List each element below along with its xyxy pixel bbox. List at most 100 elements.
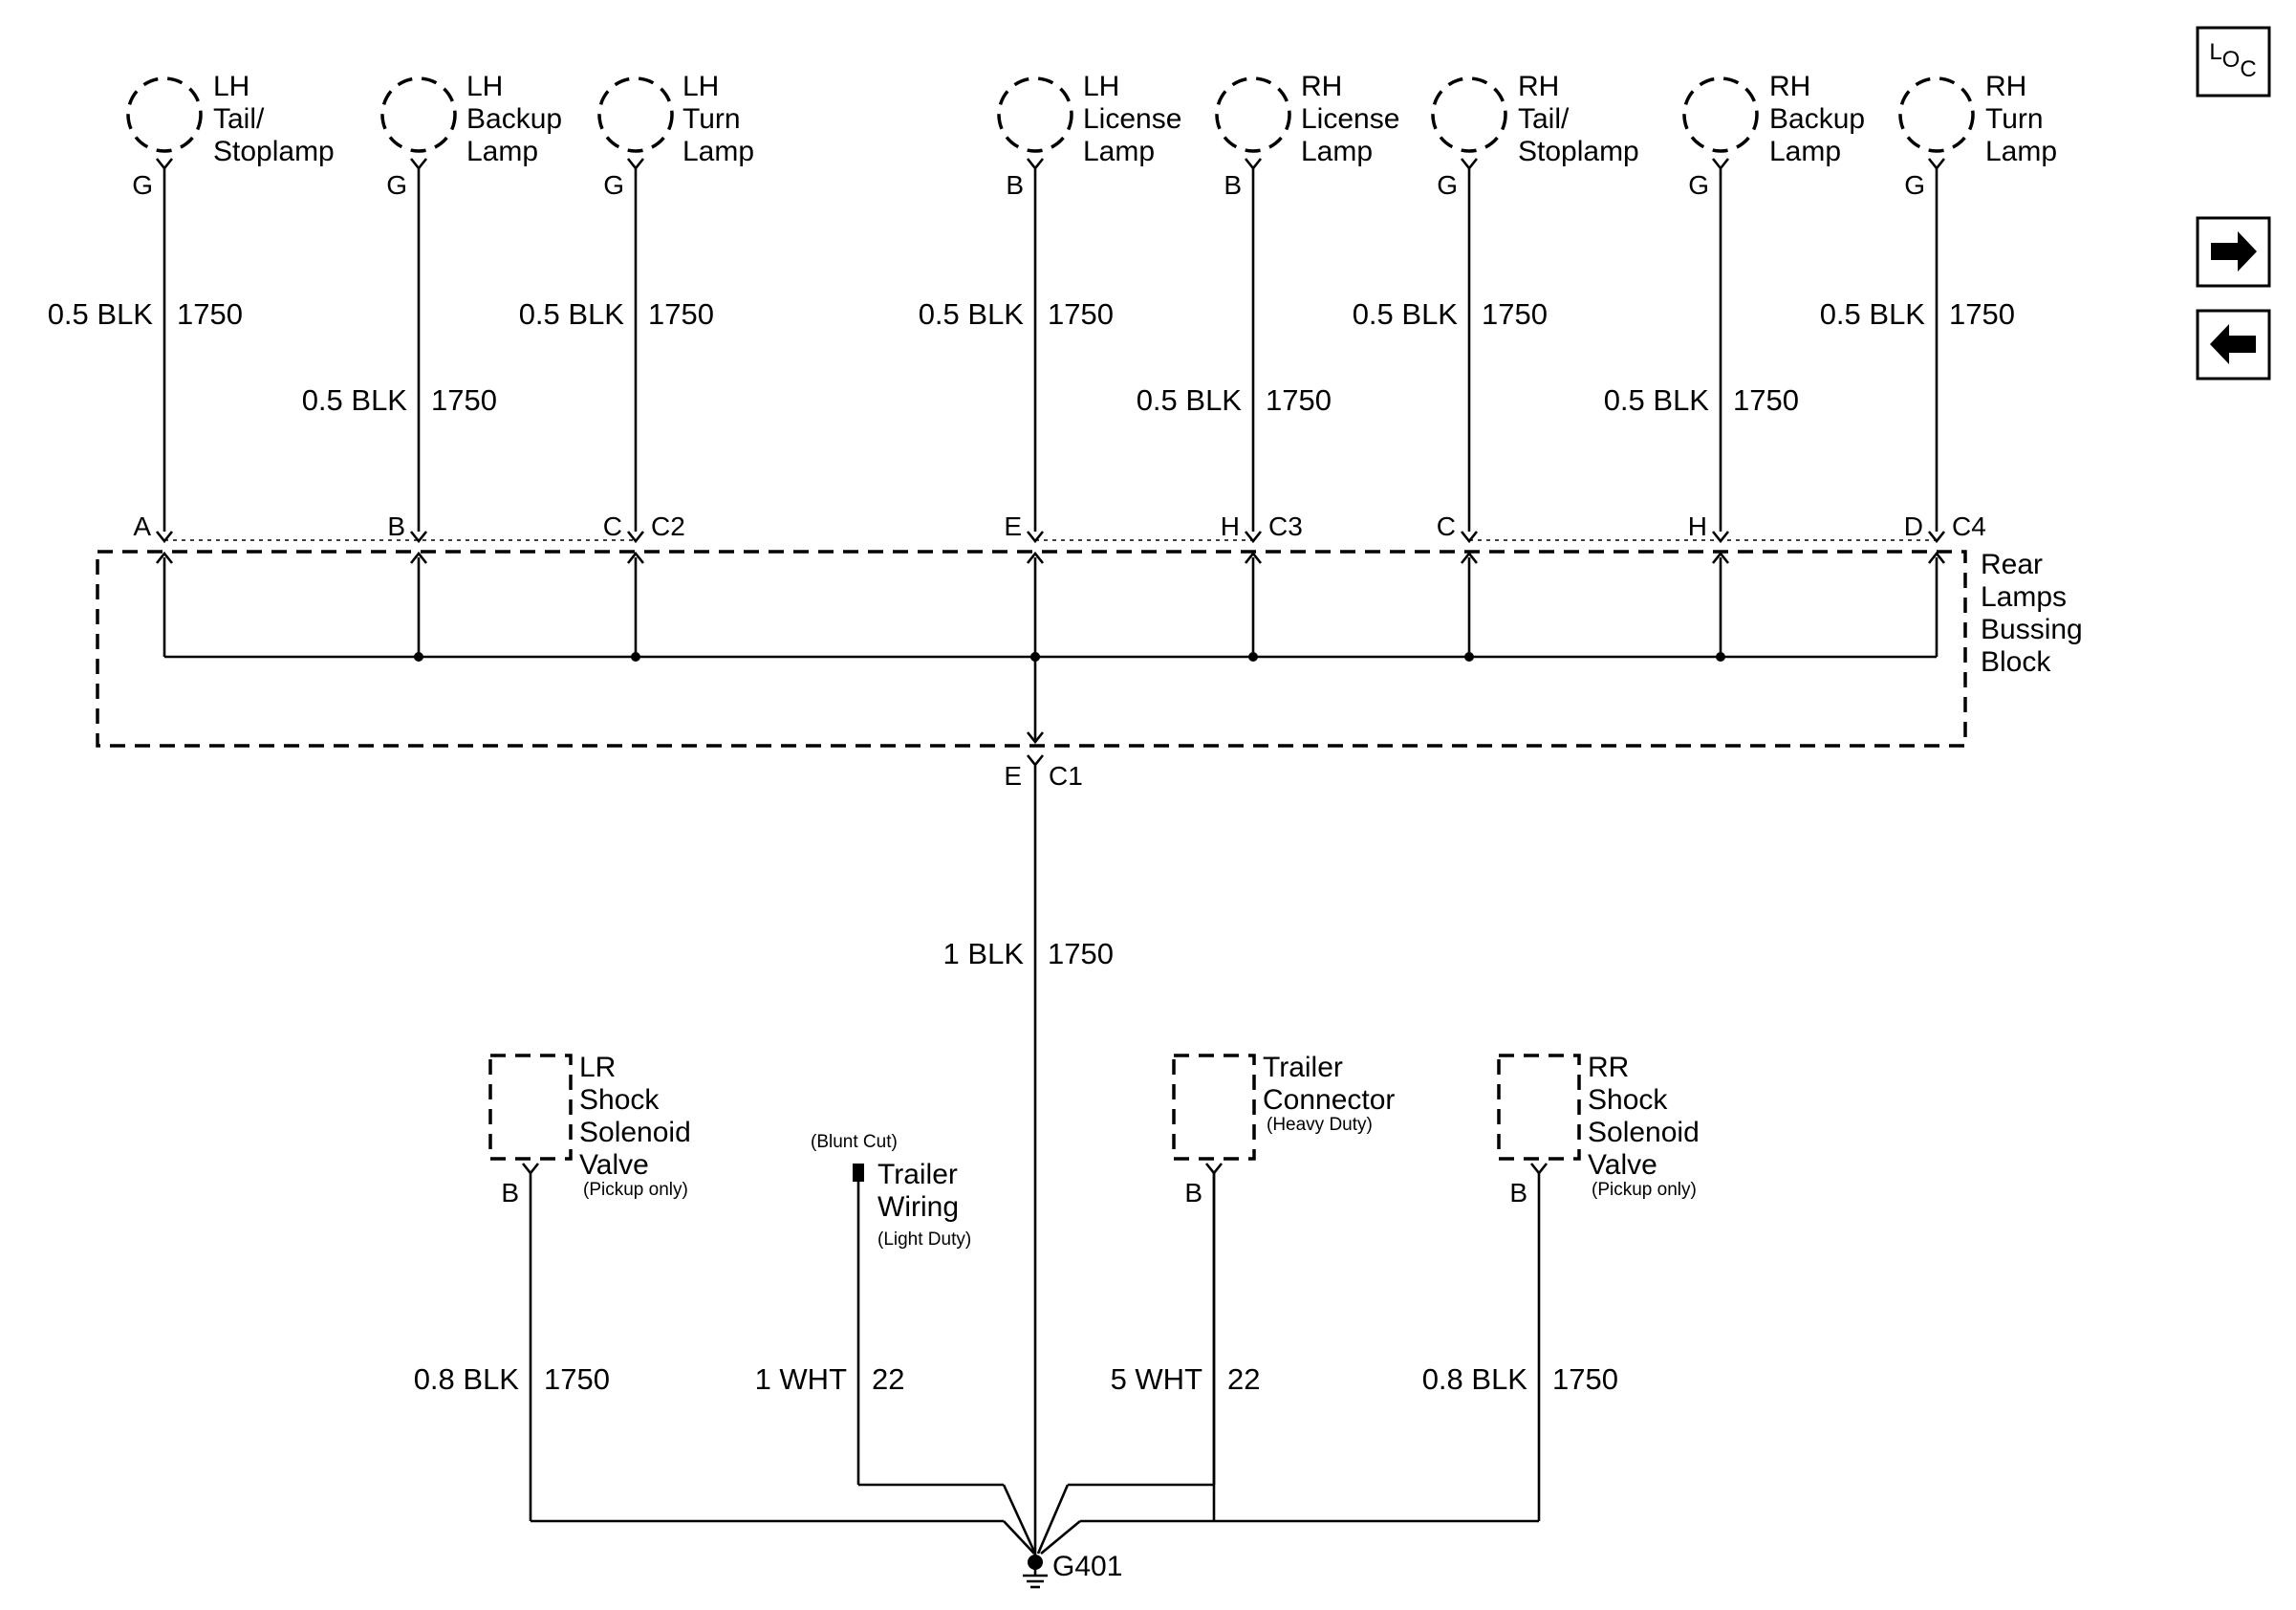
wire-size-label: 0.5 BLK (1604, 383, 1710, 417)
component-terminal-mark-mark (521, 1163, 540, 1176)
lamp-label-line: LH (682, 71, 719, 102)
block-pin-arrow (1244, 551, 1263, 564)
block-pin-in (409, 531, 428, 544)
wire-size-label: 0.5 BLK (919, 297, 1025, 331)
component-note: (Heavy Duty) (1267, 1115, 1373, 1135)
lamp-symbol (380, 76, 457, 153)
block-pin-in-arrow (155, 531, 174, 544)
block-pin-arrow-arrow (1244, 551, 1263, 564)
component-symbol (1172, 1054, 1256, 1161)
block-pin-letter: H (1688, 511, 1707, 541)
circuit-number-label: 1750 (544, 1362, 610, 1396)
block-pin-arrow-arrow (155, 551, 174, 564)
component-terminal-mark (521, 1163, 540, 1176)
block-pin-in (1927, 531, 1946, 544)
lamp-terminal-mark (1711, 158, 1730, 171)
loc-button-label: LOC (2209, 39, 2256, 82)
component-terminal-mark (1204, 1163, 1224, 1176)
wire-size-label: 0.8 BLK (1422, 1362, 1528, 1396)
lamp-terminal-mark (626, 158, 645, 171)
block-pin-in (1711, 531, 1730, 544)
component-terminal-mark-mark (1529, 1163, 1549, 1176)
lamp-label-line: License (1301, 103, 1399, 135)
next-page-button[interactable] (2196, 216, 2271, 288)
loc-letter: C (2240, 56, 2256, 82)
loc-button[interactable]: LOC (2196, 26, 2271, 98)
component-label-line: Trailer (1263, 1052, 1343, 1083)
blunt-cut-icon (853, 1164, 864, 1182)
wire-size-label: 1 WHT (755, 1362, 848, 1396)
lamp-terminal-letter: B (1224, 170, 1242, 200)
ground-junction-dot (1028, 1555, 1043, 1570)
lamp-terminal-mark-mark (626, 158, 645, 171)
lamp-label-line: Lamp (1083, 136, 1155, 167)
component-label-line: Solenoid (1588, 1117, 1700, 1148)
lamp-terminal-mark-mark (1026, 158, 1045, 171)
c1-terminal-mark-mark (1026, 754, 1045, 768)
component-note: (Pickup only) (583, 1180, 688, 1200)
previous-page-button[interactable] (2196, 309, 2271, 381)
trunk-circuit-number: 1750 (1048, 937, 1114, 970)
lamp-terminal-letter: G (1904, 170, 1925, 200)
block-pin-in (1244, 531, 1263, 544)
block-output-pin-letter: E (1004, 761, 1022, 791)
lamp-terminal-mark (409, 158, 428, 171)
lamp-terminal-mark-mark (155, 158, 174, 171)
component-terminal-mark (1529, 1163, 1549, 1176)
trailer-wiring-ground-tap (1002, 1484, 1037, 1555)
block-pin-letter: C (1437, 511, 1456, 541)
lamp-label-line: Lamp (682, 136, 754, 167)
bussing-block-label-line: Bussing (1981, 614, 2083, 645)
block-pin-in (1026, 531, 1045, 544)
wire-size-label: 0.5 BLK (48, 297, 154, 331)
block-pin-letter: B (387, 511, 405, 541)
component-label-line: Valve (1588, 1149, 1657, 1181)
circuit-number-label: 22 (872, 1362, 904, 1396)
lamp-terminal-letter: B (1006, 170, 1024, 200)
navigation-layer: LOC (2196, 26, 2271, 381)
lamp-symbol (1682, 76, 1759, 153)
block-pin-in-arrow (1244, 531, 1263, 544)
lamp-symbol (1431, 76, 1507, 153)
circuit-number-label: 1750 (648, 297, 714, 331)
lamp-label-line: License (1083, 103, 1181, 135)
block-pin-arrow-arrow (626, 551, 645, 564)
circuit-number-label: 22 (1227, 1362, 1260, 1396)
component-terminal-letter: B (1184, 1178, 1202, 1208)
lamp-symbol (126, 76, 203, 153)
ground-label: G401 (1052, 1551, 1122, 1582)
lamp-label-line: LH (466, 71, 503, 102)
wire-size-label: 0.5 BLK (1820, 297, 1926, 331)
trunk-wire-size: 1 BLK (943, 937, 1025, 970)
component-note: (Light Duty) (877, 1229, 971, 1250)
lamp-terminal-letter: G (132, 170, 153, 200)
component-label-line: Connector (1263, 1084, 1395, 1116)
bussing-block-label-line: Rear (1981, 549, 2043, 580)
component-label-line: RR (1588, 1052, 1629, 1083)
block-output-arrow (1026, 731, 1045, 745)
lamp-symbol (597, 76, 674, 153)
component-label-line: Shock (579, 1084, 660, 1116)
block-pin-in-arrow (409, 531, 428, 544)
lr-shock-ground-tap (1003, 1520, 1035, 1555)
component-label-line: Trailer (877, 1159, 958, 1190)
lamp-terminal-mark-mark (1460, 158, 1479, 171)
lamp-label-line: Stoplamp (1518, 136, 1639, 167)
block-pin-arrow (1711, 551, 1730, 564)
block-pin-arrow-arrow (1460, 551, 1479, 564)
wire-size-label: 0.5 BLK (302, 383, 408, 417)
block-pin-arrow (155, 551, 174, 564)
lamp-symbol (1215, 76, 1291, 153)
lamp-label-line: LH (1083, 71, 1119, 102)
connector-id-label: C2 (651, 511, 685, 541)
block-output-connector-id: C1 (1049, 761, 1083, 791)
block-pin-in (626, 531, 645, 544)
circuit-number-label: 1750 (431, 383, 497, 417)
bussing-block-label-line: Block (1981, 646, 2051, 678)
